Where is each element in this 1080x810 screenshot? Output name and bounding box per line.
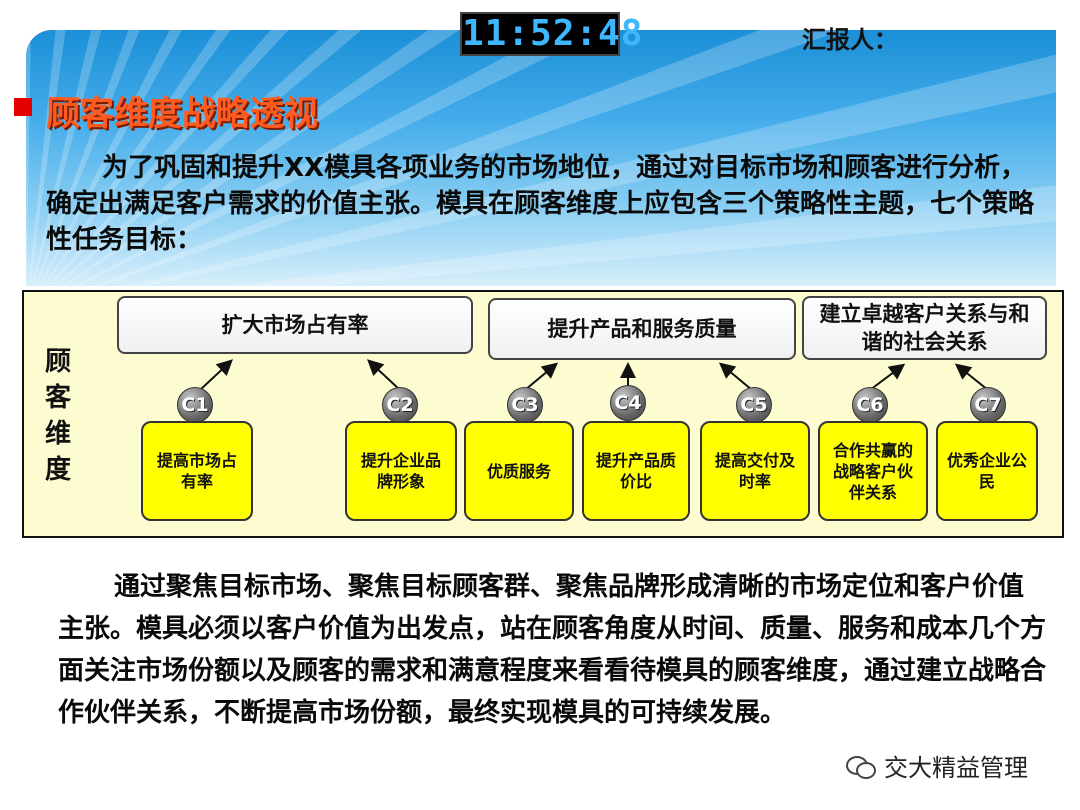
summary-paragraph: 通过聚焦目标市场、聚焦目标顾客群、聚焦品牌形成清晰的市场定位和客户价值主张。模具… <box>58 566 1048 734</box>
task-box-c2: 提升企业品牌形象 <box>345 421 457 521</box>
wechat-icon <box>846 754 876 779</box>
summary-text: 通过聚焦目标市场、聚焦目标顾客群、聚焦品牌形成清晰的市场定位和客户价值主张。模具… <box>58 572 1047 728</box>
task-box-c3: 优质服务 <box>464 421 574 521</box>
task-code-c2: C2 <box>382 387 418 423</box>
header-banner <box>26 30 1056 286</box>
intro-text: 为了巩固和提升XX模具各项业务的市场地位，通过对目标市场和顾客进行分析，确定出满… <box>46 153 1035 255</box>
diagram-vertical-label: 顾客维度 <box>44 347 71 485</box>
theme-market-share: 扩大市场占有率 <box>117 296 473 354</box>
theme-quality: 提升产品和服务质量 <box>488 298 796 360</box>
task-code-c7: C7 <box>970 387 1006 423</box>
task-code-c3: C3 <box>507 387 543 423</box>
task-box-c6: 合作共赢的战略客户伙伴关系 <box>818 421 928 521</box>
intro-paragraph: 为了巩固和提升XX模具各项业务的市场地位，通过对目标市场和顾客进行分析，确定出满… <box>46 150 1036 258</box>
task-code-c6: C6 <box>852 387 888 423</box>
clock-display: 11:52:48 <box>460 12 644 56</box>
task-code-c1: C1 <box>177 387 213 423</box>
reporter-label: 汇报人： <box>802 26 898 54</box>
task-code-c5: C5 <box>736 387 772 423</box>
theme-relationship: 建立卓越客户关系与和谐的社会关系 <box>802 296 1047 360</box>
task-box-c1: 提高市场占有率 <box>141 421 253 521</box>
task-code-c4: C4 <box>610 385 646 421</box>
task-box-c4: 提升产品质价比 <box>582 421 690 521</box>
task-box-c5: 提高交付及时率 <box>700 421 810 521</box>
watermark-text: 交大精益管理 <box>884 754 1028 782</box>
task-box-c7: 优秀企业公民 <box>936 421 1038 521</box>
slide-title: 顾客维度战略透视 <box>46 94 318 134</box>
title-bullet-icon <box>14 98 32 116</box>
watermark: 交大精益管理 <box>846 748 1028 783</box>
